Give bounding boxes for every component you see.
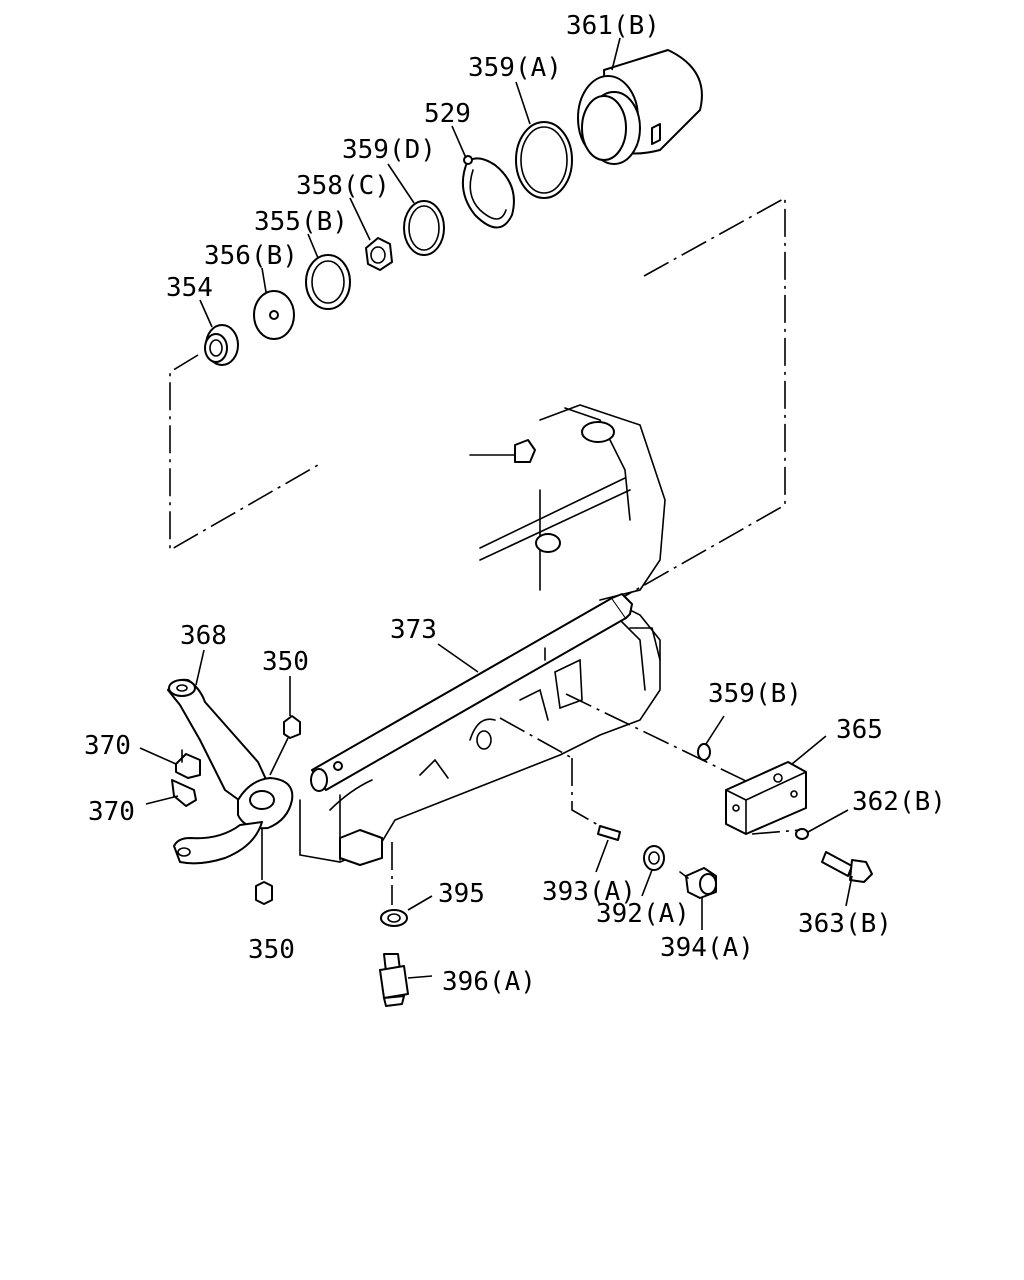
part-373-shaft [310, 593, 633, 792]
callout-392a: 392(A) [596, 899, 690, 929]
callout-395: 395 [438, 879, 485, 909]
callout-358c: 358(C) [296, 171, 390, 201]
callout-361b: 361(B) [566, 11, 660, 41]
upper-assembly-frame [169, 196, 786, 601]
part-361b-cylinder [577, 49, 703, 165]
part-355b-ring [305, 254, 351, 310]
callout-370-bottom: 370 [88, 797, 135, 827]
callout-359d: 359(D) [342, 135, 436, 165]
assembly-lines-lower [391, 693, 801, 905]
part-365-block [725, 761, 807, 835]
part-368-shift-fork [167, 678, 294, 865]
part-350-top-fitting [269, 715, 301, 776]
callout-396a: 396(A) [442, 967, 536, 997]
callout-393a: 393(A) [542, 877, 636, 907]
part-529-snap-ring [461, 155, 515, 229]
callout-350-bottom: 350 [248, 935, 295, 965]
callout-labels: 361(B) 359(A) 529 359(D) 358(C) 355(B) 3… [84, 11, 946, 997]
upper-housing-sketch [469, 404, 666, 601]
part-359b-ring [697, 743, 711, 761]
callout-359a: 359(A) [468, 53, 562, 83]
callout-350-top: 350 [262, 647, 309, 677]
callout-356b: 356(B) [204, 241, 298, 271]
part-363b-bolt [821, 851, 873, 883]
part-356b-disc [253, 290, 295, 340]
callout-365: 365 [836, 715, 883, 745]
part-370-key-top [175, 749, 201, 779]
callout-394a: 394(A) [660, 933, 754, 963]
callout-362b: 362(B) [852, 787, 946, 817]
callout-354: 354 [166, 273, 213, 303]
part-358c-nut [365, 237, 393, 271]
part-396a-plug [379, 953, 409, 1007]
part-392a-washer [643, 845, 665, 871]
callout-368: 368 [180, 621, 227, 651]
callout-359b: 359(B) [708, 679, 802, 709]
callout-373: 373 [390, 615, 437, 645]
callout-363b: 363(B) [798, 909, 892, 939]
part-350-bottom-fitting [255, 828, 273, 905]
part-359a-ring [515, 121, 573, 199]
part-393a-pin [597, 825, 621, 841]
part-370-key-bottom [171, 779, 197, 807]
callout-529: 529 [424, 99, 471, 129]
part-359d-ring [403, 200, 445, 256]
lower-housing-sketch [299, 599, 661, 866]
callout-355b: 355(B) [254, 207, 348, 237]
callout-370-top: 370 [84, 731, 131, 761]
part-395-washer [380, 909, 408, 927]
leader-lines [139, 37, 853, 979]
part-354-seal [204, 324, 239, 366]
part-394a-switch [679, 867, 717, 899]
part-362b-oring [795, 828, 809, 840]
